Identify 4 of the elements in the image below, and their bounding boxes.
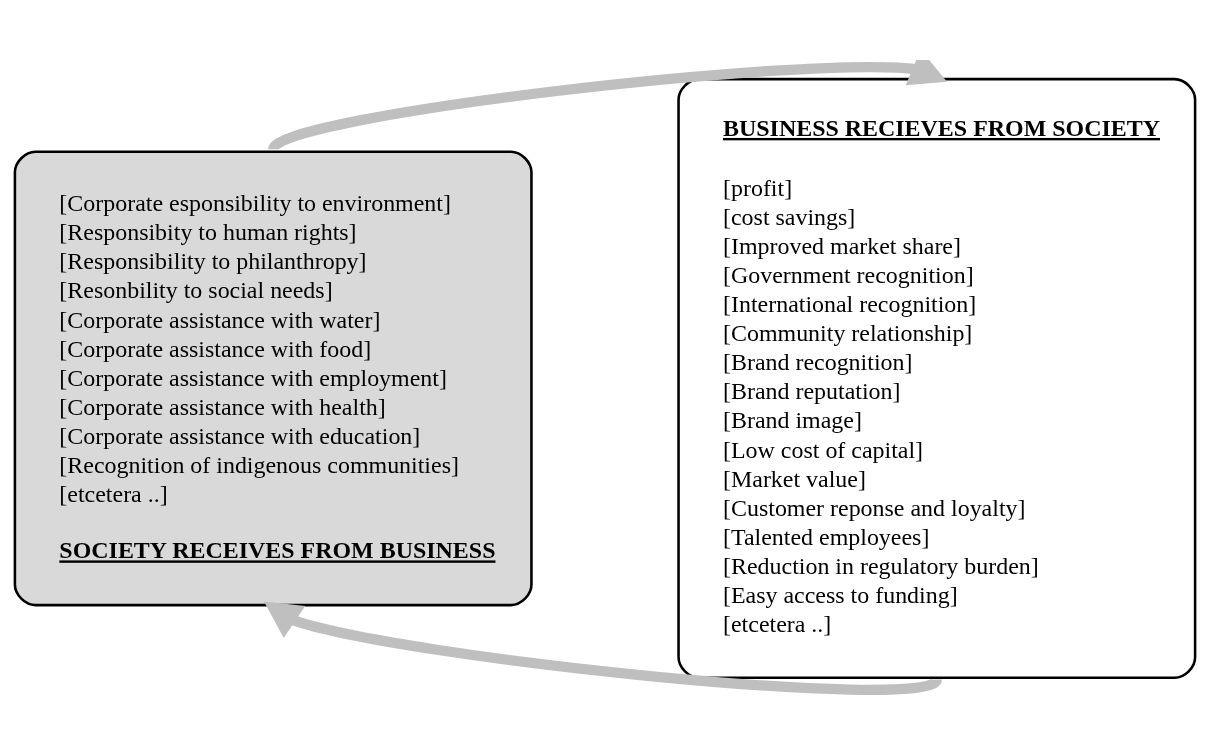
node-box: [Corporate esponsibility to environment] [Responsibity to human rights] [Responsibility to philanthropy] [Resonbility to social needs] [Corporate assistance with water] [Corporate assistance with food] [Corporate assistance with employment] [Corporate assistance with health] [Corporate assistance with education] [Recognition of indigenous communities] [etcetera ..] SOCIETY RECEIVES FROM BUSINESS — [13, 150, 533, 606]
arrow — [269, 59, 947, 153]
arrow — [264, 601, 940, 695]
node-box: BUSINESS RECIEVES FROM SOCIETY [profit] [cost savings] [Improved market share] [Government recognition] [International recognition] [Community relationship] [Brand recognition] [Brand reputation] [Brand image] [Low cost of capital] [Market value] [Customer reponse and loyalty] [Talented employees] [Reduction in regulatory burden] [Easy access to funding] [etcetera ..] — [677, 77, 1197, 679]
